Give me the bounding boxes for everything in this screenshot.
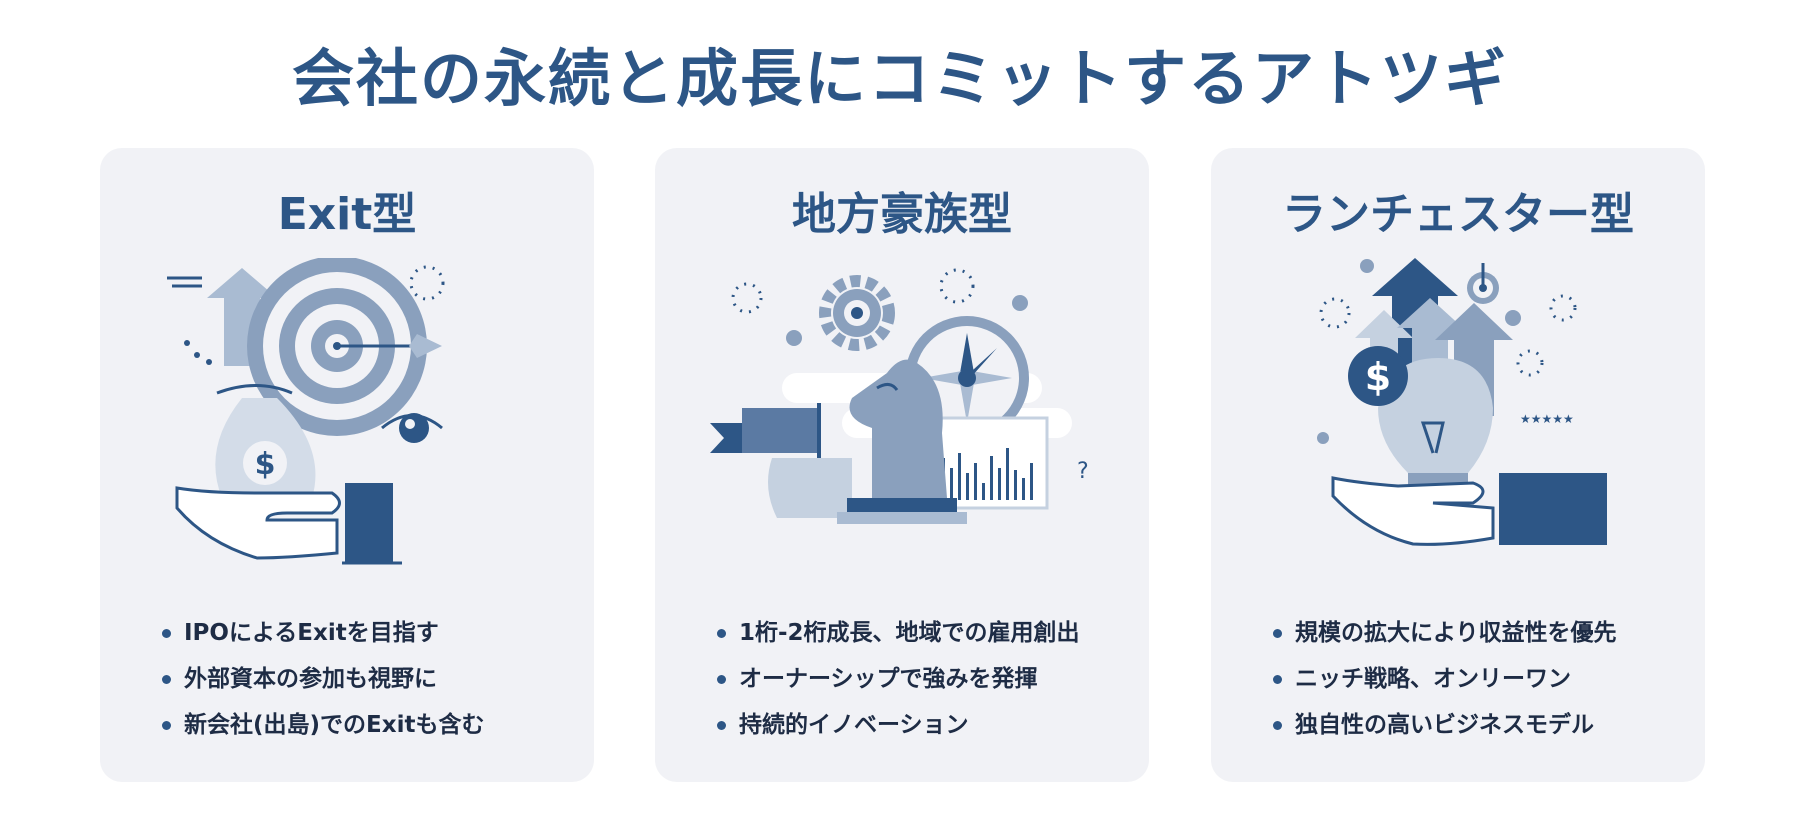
card-title: 地方豪族型 (792, 189, 1012, 240)
mini-target-icon (1467, 263, 1499, 304)
list-item: 持続的イノベーション (717, 702, 1080, 748)
list-item: 独自性の高いビジネスモデル (1273, 702, 1617, 748)
bullet-list: IPOによるExitを目指す 外部資本の参加も視野に 新会社(出島)でのExit… (162, 610, 484, 748)
list-item: オーナーシップで強みを発揮 (717, 656, 1080, 702)
card-lanchester: ランチェスター型 ★★★★★ (1211, 148, 1705, 782)
chess-knight-icon (837, 359, 967, 524)
question-mark: ? (1077, 459, 1089, 484)
svg-text:$: $ (1365, 355, 1391, 399)
list-item: 1桁-2桁成長、地域での雇用創出 (717, 610, 1080, 656)
hand-icon (1331, 473, 1607, 546)
lanchester-illustration: ★★★★★ $ (1317, 258, 1607, 546)
list-item: IPOによるExitを目指す (162, 610, 484, 656)
dollar-coin-icon: $ (1348, 346, 1408, 406)
bullet-list: 規模の拡大により収益性を優先 ニッチ戦略、オンリーワン 独自性の高いビジネスモデ… (1273, 610, 1617, 748)
svg-text:$: $ (255, 447, 276, 482)
gear-icon (819, 275, 895, 351)
hand-icon (175, 483, 402, 565)
exit-illustration: $ (167, 258, 445, 565)
regional-illustration: ? (710, 268, 1089, 524)
bullet-list: 1桁-2桁成長、地域での雇用創出 オーナーシップで強みを発揮 持続的イノベーショ… (717, 610, 1080, 748)
card-exit: Exit型 (100, 148, 594, 782)
card-title: Exit型 (277, 189, 417, 240)
list-item: 新会社(出島)でのExitも含む (162, 702, 484, 748)
list-item: ニッチ戦略、オンリーワン (1273, 656, 1617, 702)
list-item: 規模の拡大により収益性を優先 (1273, 610, 1617, 656)
page-title: 会社の永続と成長にコミットするアトツギ (291, 42, 1508, 115)
money-bag-icon: $ (215, 384, 316, 498)
svg-text:★★★★★: ★★★★★ (1520, 412, 1574, 426)
list-item: 外部資本の参加も視野に (162, 656, 484, 702)
card-title: ランチェスター型 (1282, 189, 1634, 240)
flag-icon (710, 403, 821, 468)
eye-icon (381, 413, 443, 443)
card-regional: 地方豪族型 (655, 148, 1149, 782)
